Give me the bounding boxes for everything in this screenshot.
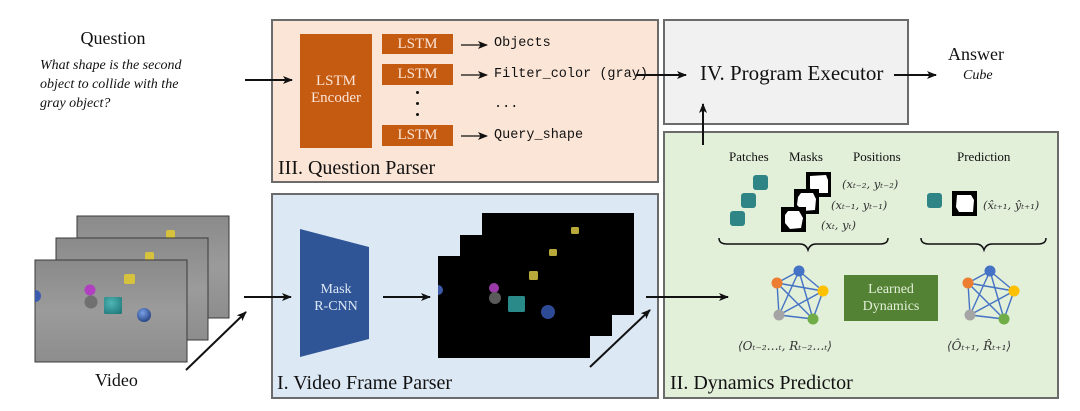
graph-node-green bbox=[807, 313, 819, 325]
graph-edge bbox=[969, 290, 1015, 316]
graph-edge bbox=[969, 270, 991, 316]
program-output-query-shape: Query_shape bbox=[494, 128, 584, 143]
graph-node-blue bbox=[793, 265, 805, 277]
graph-node-blue bbox=[984, 265, 996, 277]
segmented-frames-stack bbox=[438, 213, 634, 358]
graph-edge bbox=[969, 314, 1005, 320]
prediction-header: Prediction bbox=[957, 149, 1011, 164]
graph-edge bbox=[776, 282, 824, 292]
mask-rcnn-line: Mask bbox=[320, 282, 352, 297]
mask-rcnn-line: R-CNN bbox=[314, 299, 358, 314]
graph-edge bbox=[989, 270, 1005, 320]
position-t: (xₜ, yₜ) bbox=[821, 218, 856, 232]
masks-header: Masks bbox=[789, 149, 823, 164]
yellow-cylinder bbox=[124, 274, 135, 284]
graph-edge bbox=[967, 282, 1005, 320]
predicted-mask-blob bbox=[956, 195, 974, 212]
graph-node-gray bbox=[773, 309, 785, 321]
teal-cube bbox=[104, 297, 122, 314]
learned-dynamics-line: Learned bbox=[868, 282, 914, 297]
question-line: object to collide with the bbox=[40, 77, 179, 92]
mask-blob bbox=[810, 175, 828, 193]
question-text: What shape is the second object to colli… bbox=[40, 56, 182, 113]
blue-sphere-partial bbox=[35, 290, 41, 302]
graph-edge bbox=[778, 314, 814, 320]
learned-dynamics-line: Dynamics bbox=[862, 299, 920, 314]
patch-cube bbox=[741, 193, 756, 208]
position-t-minus-1: (xₜ₋₁, yₜ₋₁) bbox=[831, 198, 888, 212]
mask-blob bbox=[785, 211, 803, 229]
video-frames-stack bbox=[34, 215, 230, 363]
program-output-ellipsis: ... bbox=[494, 97, 519, 112]
graph-node-green bbox=[998, 313, 1010, 325]
arrow-video-to-parser-diagonal bbox=[185, 311, 247, 371]
graph-output-label: ⟨Ôₜ₊₁, R̂ₜ₊₁⟩ bbox=[947, 339, 1012, 353]
gray-sphere-mask bbox=[489, 292, 501, 304]
yellow-cylinder-mask bbox=[549, 249, 557, 256]
predicted-position: (x̂ₜ₊₁, ŷₜ₊₁) bbox=[983, 198, 1040, 212]
brace-prediction bbox=[920, 237, 1047, 253]
patches-cubes bbox=[730, 175, 768, 226]
answer-value: Cube bbox=[963, 68, 993, 83]
blue-sphere-mask bbox=[438, 285, 443, 295]
graph-input-label: ⟨Oₜ₋₂…ₜ, Rₜ₋₂…ₜ⟩ bbox=[738, 339, 832, 353]
graph-edge bbox=[798, 270, 814, 320]
yellow-cylinder-back bbox=[166, 230, 175, 238]
graph-edge bbox=[776, 282, 814, 320]
lstm-block: LSTM bbox=[382, 125, 453, 146]
positions-header: Positions bbox=[853, 149, 901, 164]
graph-node-orange bbox=[771, 277, 783, 289]
graph-edge bbox=[778, 270, 800, 316]
blue-metal-sphere bbox=[137, 308, 151, 322]
patches-header: Patches bbox=[729, 149, 769, 164]
question-line: gray object? bbox=[40, 96, 111, 111]
vertical-ellipsis bbox=[414, 88, 420, 122]
graph-node-yellow bbox=[1008, 285, 1020, 297]
blue-sphere-mask bbox=[541, 305, 555, 319]
graph-edge bbox=[778, 290, 824, 316]
segmented-frame-stack bbox=[438, 213, 634, 358]
learned-dynamics-block: Learned Dynamics bbox=[844, 275, 938, 321]
predicted-patch-cube bbox=[927, 193, 942, 208]
encoder-label-line: LSTM bbox=[315, 73, 356, 89]
question-title: Question bbox=[80, 28, 146, 48]
mask-blob bbox=[797, 193, 816, 211]
program-executor-label: IV. Program Executor bbox=[700, 61, 884, 85]
patch-cube bbox=[753, 175, 768, 190]
output-object-graph bbox=[962, 265, 1020, 325]
program-output-objects: Objects bbox=[494, 36, 551, 51]
mask-rcnn-label: Mask R-CNN bbox=[300, 281, 372, 315]
position-t-minus-2: (xₜ₋₂, yₜ₋₂) bbox=[842, 177, 899, 191]
lstm-block: LSTM bbox=[382, 64, 453, 85]
graph-node-yellow bbox=[817, 285, 829, 297]
question-line: What shape is the second bbox=[40, 58, 182, 73]
graph-node-gray bbox=[964, 309, 976, 321]
patch-cube bbox=[730, 211, 745, 226]
graph-node-orange bbox=[962, 277, 974, 289]
answer-title: Answer bbox=[948, 44, 1004, 64]
dynamics-predictor-label: II. Dynamics Predictor bbox=[670, 372, 853, 394]
arrow-masks-to-dynamics-diagonal bbox=[589, 309, 651, 368]
brace-input bbox=[718, 237, 889, 253]
yellow-cylinder-mask bbox=[571, 227, 579, 234]
dynamics-predictor-panel bbox=[663, 131, 1059, 399]
mask-rcnn-block bbox=[300, 229, 369, 357]
video-label: Video bbox=[95, 370, 138, 390]
program-output-filter-color: Filter_color (gray) bbox=[494, 67, 648, 82]
masks-group bbox=[781, 172, 831, 232]
gray-sphere bbox=[84, 295, 98, 309]
yellow-cylinder-mask bbox=[529, 271, 538, 280]
lstm-block: LSTM bbox=[382, 34, 453, 54]
lstm-encoder-block: LSTM Encoder bbox=[300, 34, 372, 148]
yellow-cylinder-mid bbox=[145, 252, 154, 260]
purple-sphere-mask bbox=[489, 283, 499, 293]
question-parser-label: III. Question Parser bbox=[278, 157, 436, 179]
input-object-graph bbox=[771, 265, 829, 325]
purple-sphere bbox=[84, 284, 96, 296]
teal-cube-mask bbox=[508, 296, 525, 312]
encoder-label-line: Encoder bbox=[311, 90, 361, 106]
graph-edge bbox=[967, 282, 1015, 292]
video-frame-parser-label: I. Video Frame Parser bbox=[277, 372, 453, 394]
